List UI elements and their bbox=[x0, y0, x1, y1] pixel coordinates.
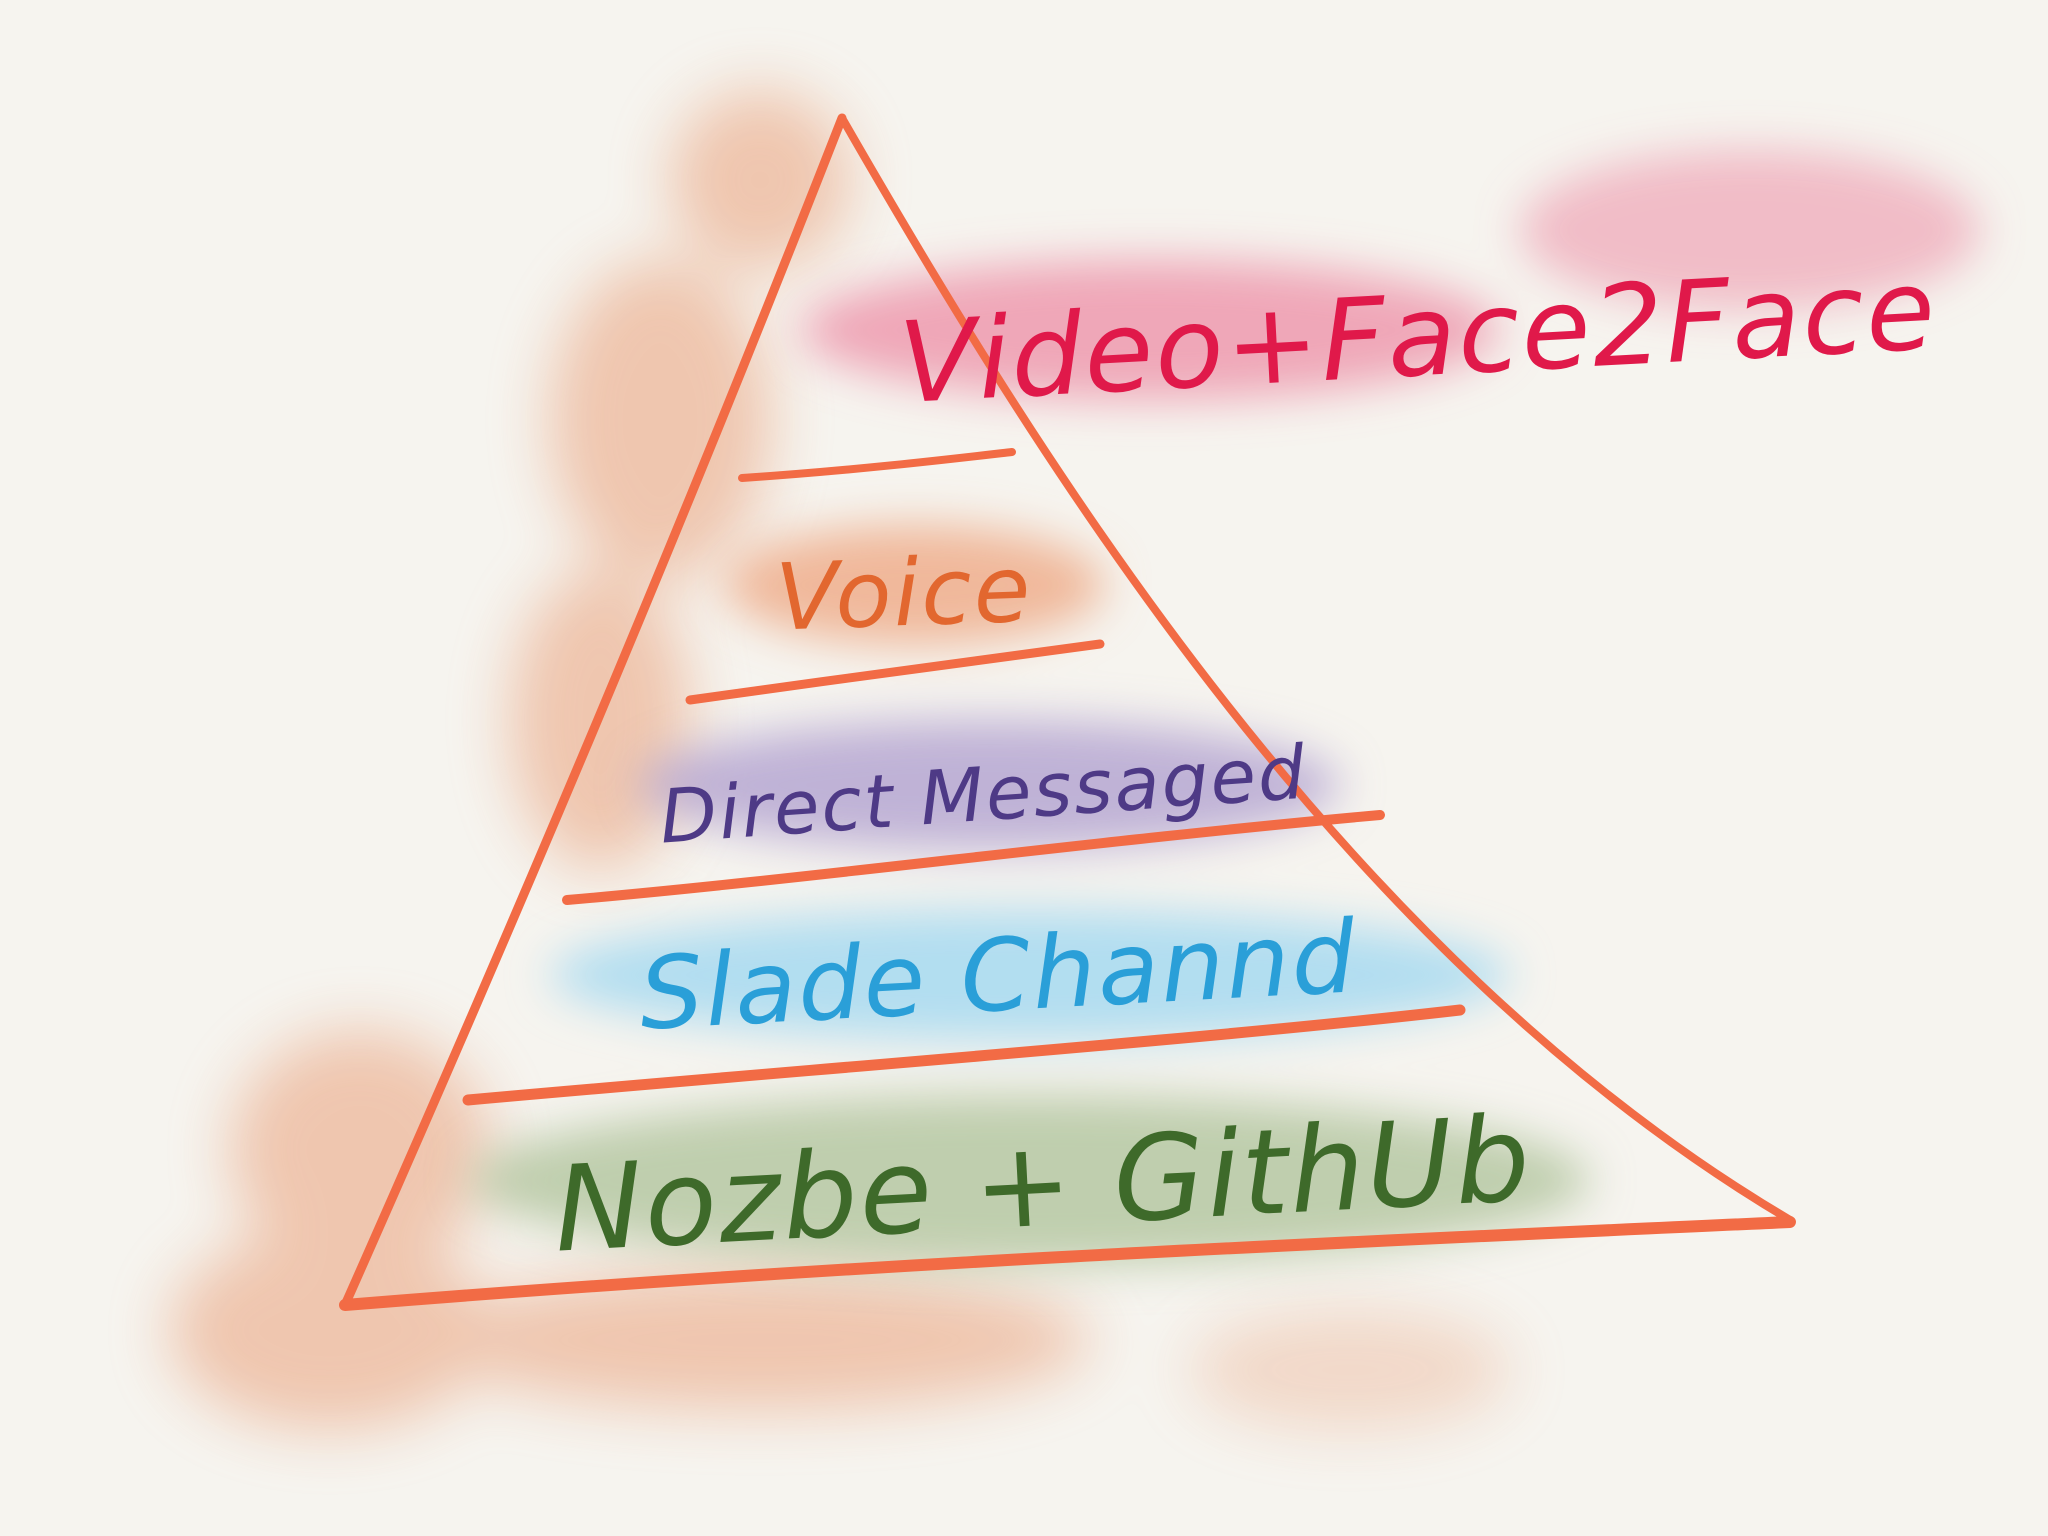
video-wash-right bbox=[1520, 150, 1980, 310]
slack-wash bbox=[550, 910, 1510, 1040]
pyramid-left-edge bbox=[340, 113, 847, 1310]
video-wash bbox=[800, 260, 1500, 400]
direct-wash bbox=[640, 720, 1340, 850]
voice-wash bbox=[725, 525, 1105, 645]
divider-2 bbox=[685, 639, 1105, 705]
nozbe-wash bbox=[470, 1095, 1590, 1265]
divider-1 bbox=[738, 448, 1016, 482]
pyramid-right-edge bbox=[838, 114, 1794, 1224]
tier-washes bbox=[470, 150, 1980, 1265]
tier-label-voice: Voice bbox=[774, 536, 1034, 652]
divider-3 bbox=[562, 810, 1385, 905]
pyramid-outline bbox=[339, 113, 1796, 1311]
pyramid-base bbox=[339, 1216, 1796, 1311]
left-watercolor-wash bbox=[170, 90, 1510, 1430]
divider-4 bbox=[462, 1004, 1466, 1106]
